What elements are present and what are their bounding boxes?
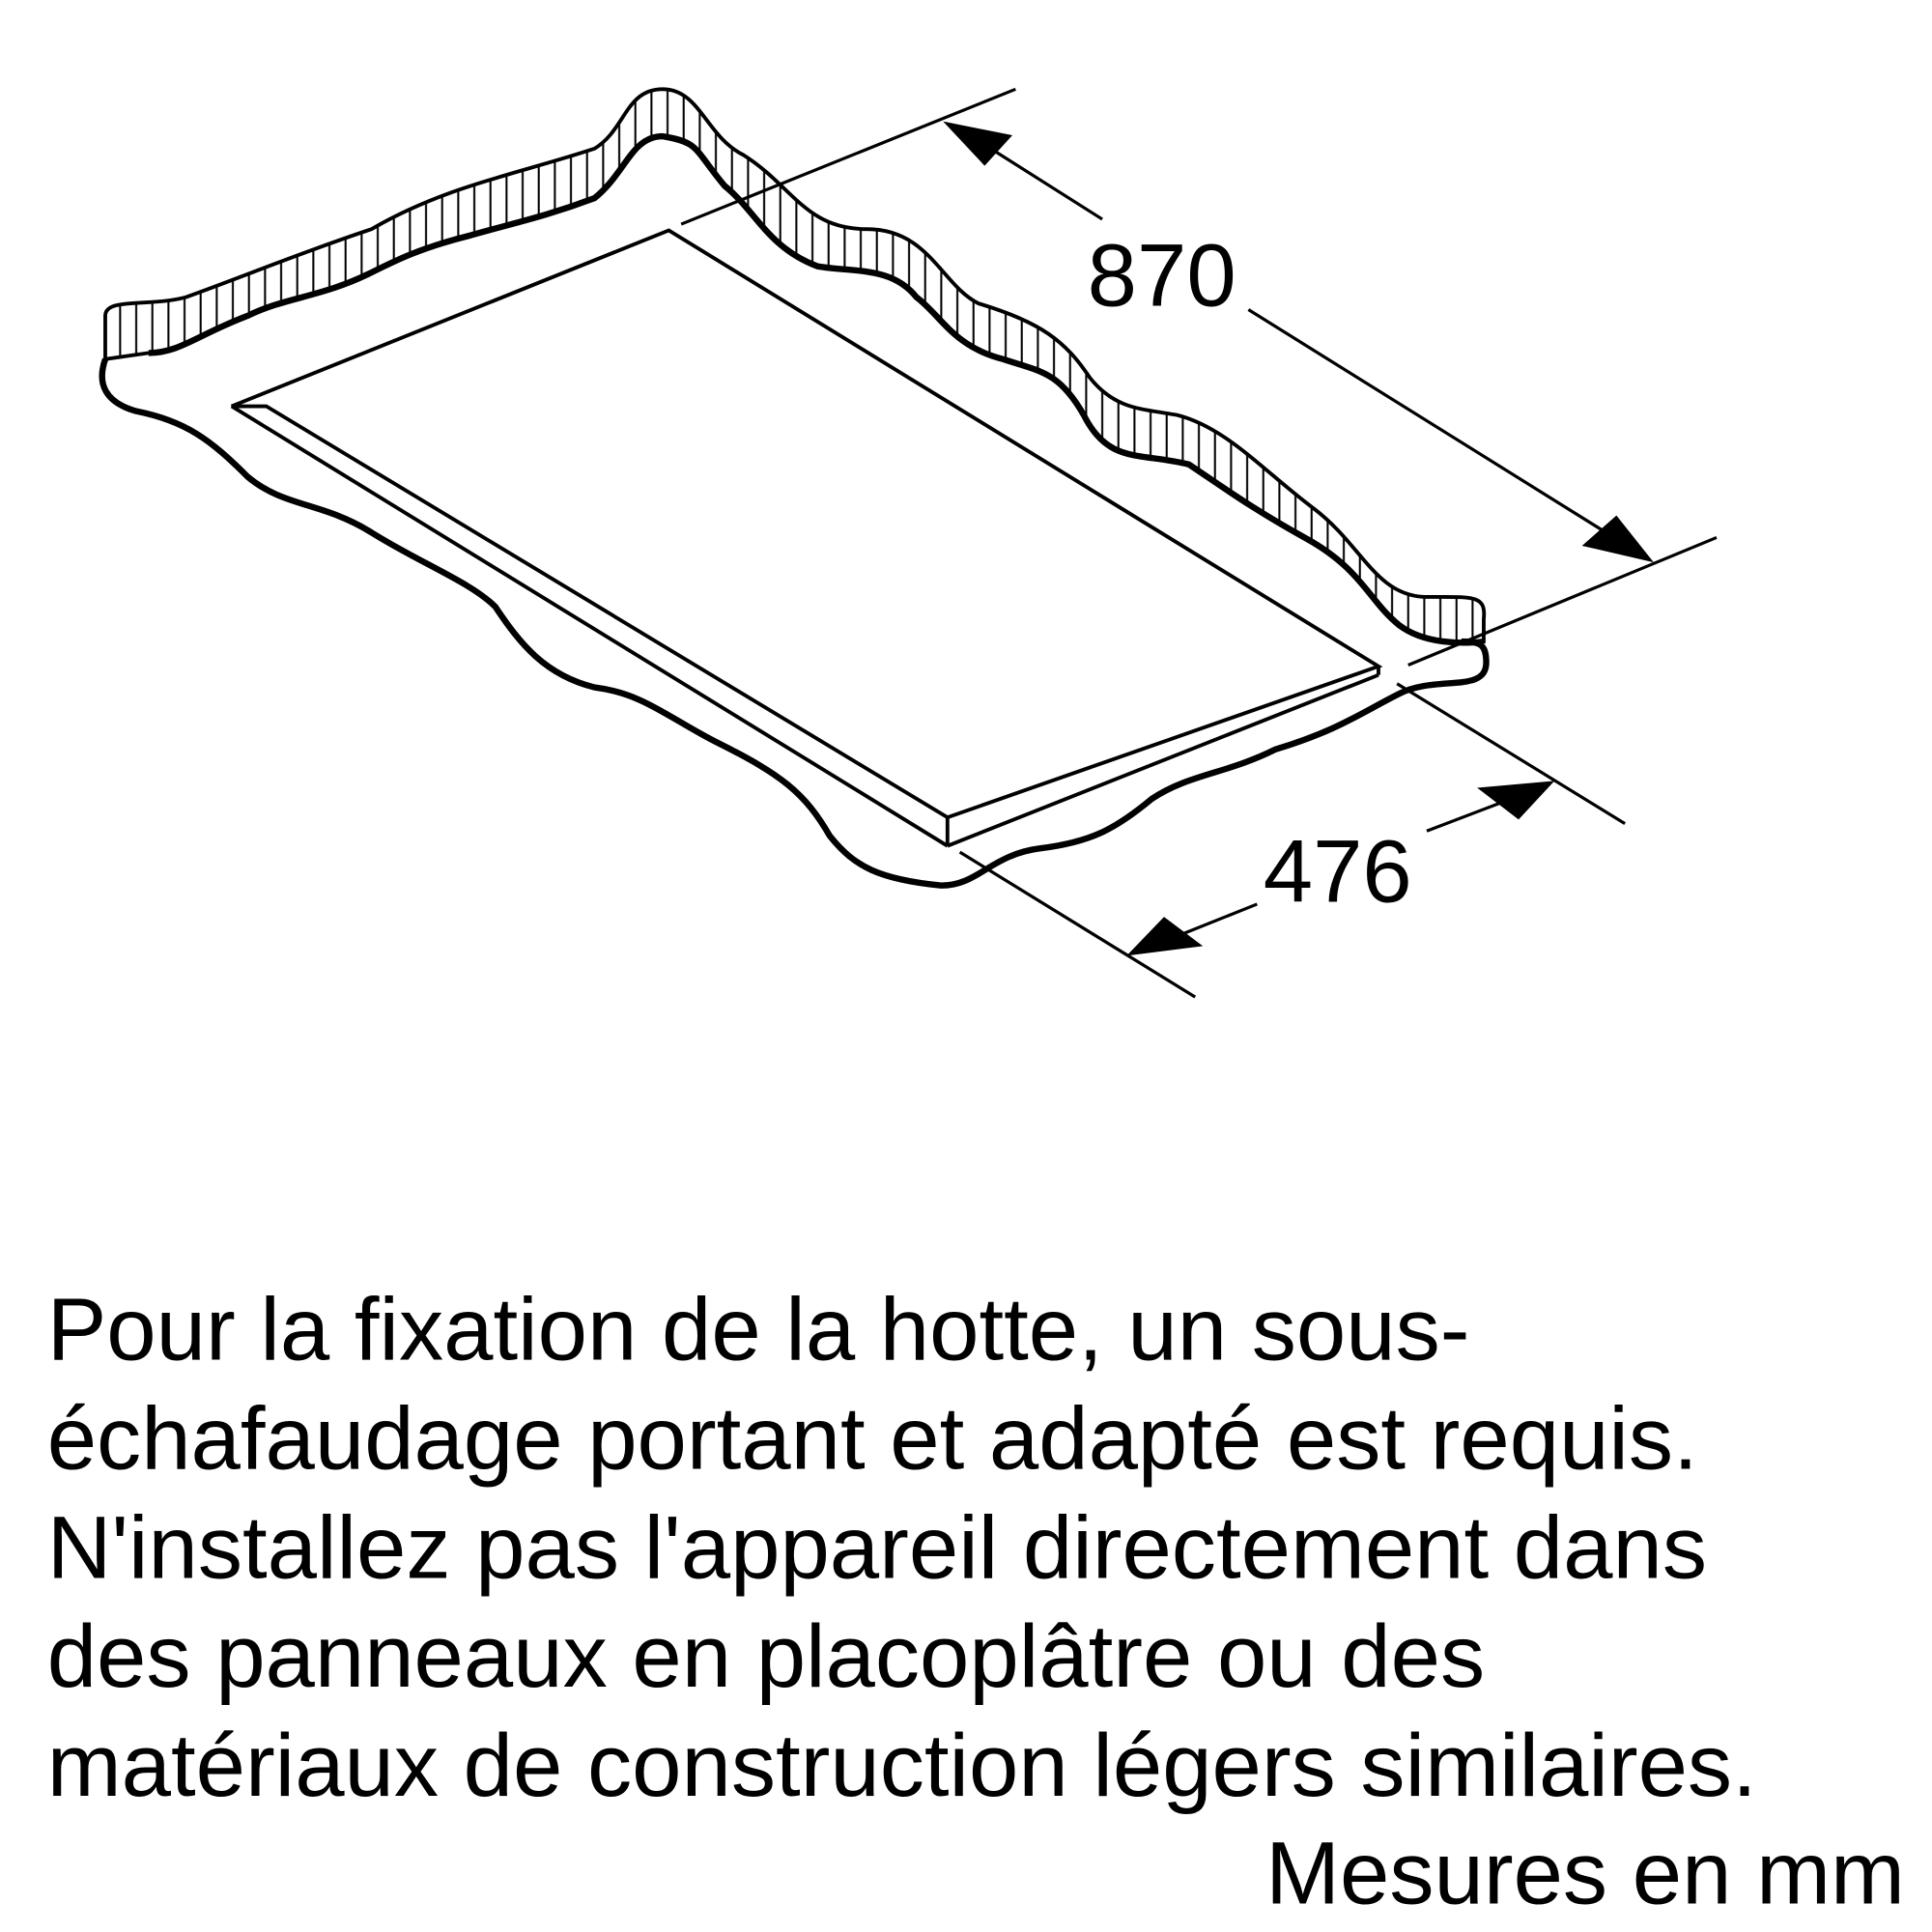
units-label: Mesures en mm	[1265, 1824, 1905, 1924]
ceiling-outline	[99, 357, 1490, 889]
dimension-label-length: 870	[1088, 225, 1236, 326]
ceiling-outline-upper	[148, 132, 1485, 646]
hood-ceiling-diagram: 870 476	[99, 87, 1718, 999]
installation-note: Pour la fixation de la hotte, un sous- é…	[47, 1276, 1757, 1821]
dimension-476-lines	[958, 682, 1626, 999]
note-line: matériaux de construction légers similai…	[46, 1716, 1757, 1816]
dimension-label-depth: 476	[1264, 820, 1412, 921]
note-line: des panneaux en placoplâtre ou des	[46, 1607, 1486, 1707]
hood-panel	[230, 228, 1383, 848]
note-line: échafaudage portant et adapté est requis…	[46, 1389, 1698, 1490]
note-line: N'installez pas l'appareil directement d…	[46, 1498, 1707, 1598]
note-line: Pour la fixation de la hotte, un sous-	[46, 1280, 1470, 1380]
arrowhead	[1126, 917, 1204, 956]
arrowhead	[1581, 515, 1654, 563]
dimension-870-lines	[680, 87, 1718, 667]
arrowhead	[943, 121, 1013, 166]
arrowhead	[1477, 781, 1555, 820]
